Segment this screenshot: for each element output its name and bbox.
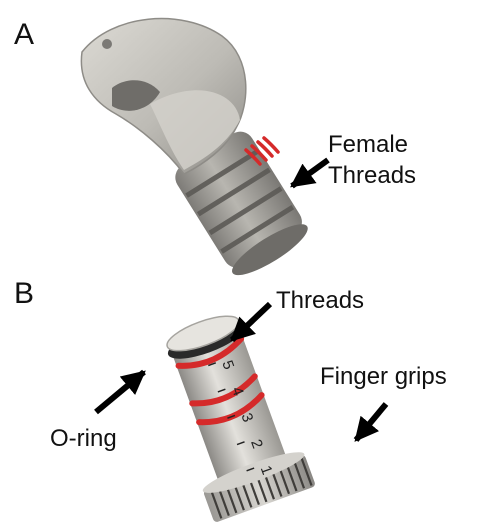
female-threads-part (81, 19, 313, 284)
panel-a-letter: A (14, 18, 34, 51)
threads-label: Threads (276, 287, 364, 314)
panel-b: B (14, 277, 447, 523)
female-threads-label-line2: Threads (328, 162, 416, 189)
o-ring-arrow (96, 372, 144, 412)
panel-a: A (14, 18, 416, 283)
o-ring-label: O-ring (50, 425, 117, 452)
female-threads-label-line1: Female (328, 131, 408, 158)
finger-grips-arrow (356, 404, 386, 440)
cup-hole (102, 39, 112, 49)
finger-grips-label: Finger grips (320, 363, 447, 390)
panel-b-letter: B (14, 277, 34, 310)
female-threads-arrow (292, 160, 328, 186)
